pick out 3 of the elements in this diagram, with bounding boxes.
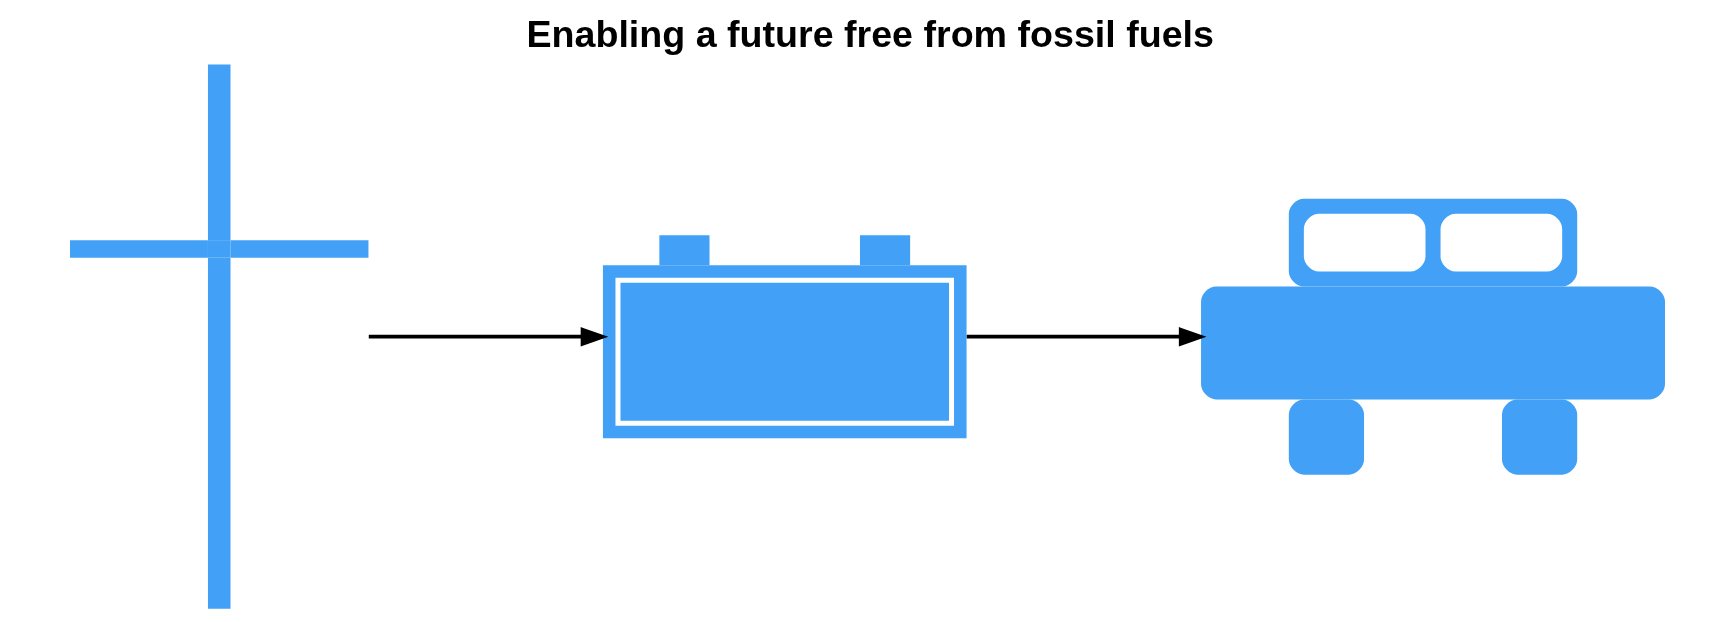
arrow: [966, 327, 1206, 347]
arrow: [368, 327, 608, 347]
diagram-title: Enabling a future free from fossil fuels: [525, 13, 1214, 56]
